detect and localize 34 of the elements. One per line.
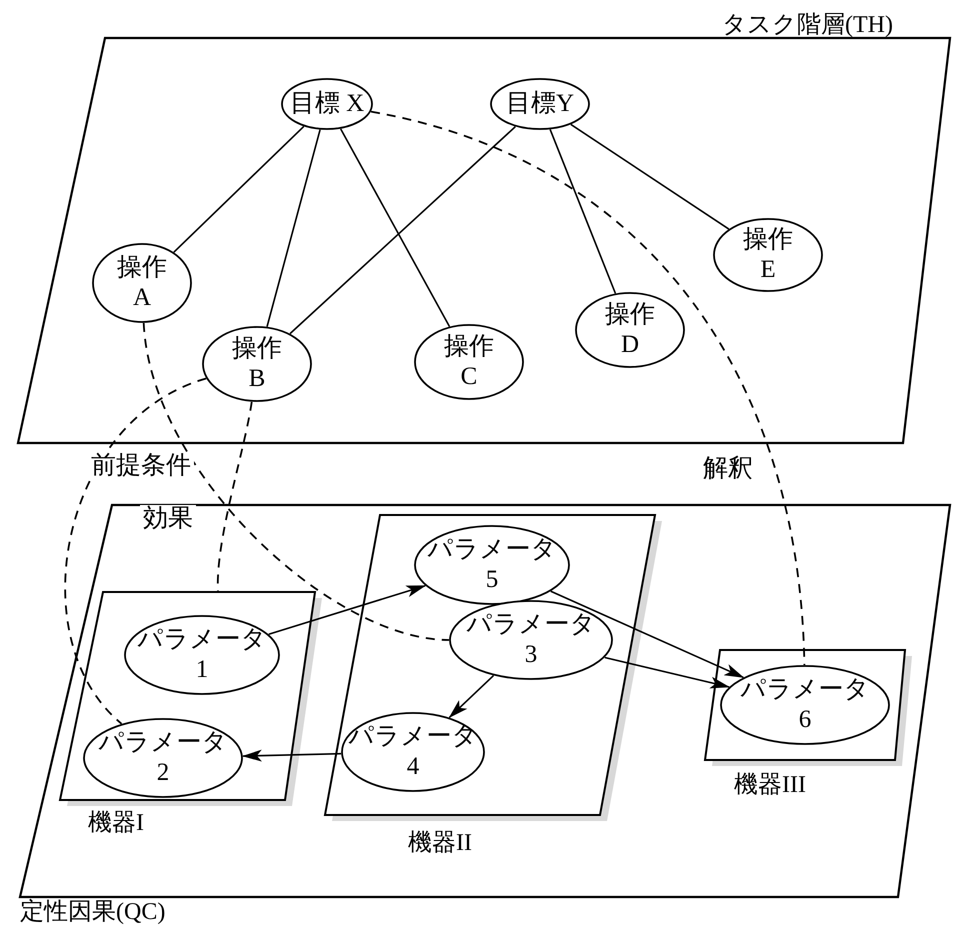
ellipse-node: 操作 A xyxy=(92,243,192,323)
ellipse-node: パラメータ 3 xyxy=(449,600,613,680)
connector-line xyxy=(217,402,253,592)
ellipse-node: パラメータ 5 xyxy=(414,525,570,605)
device-label: 機器III xyxy=(734,771,806,800)
ellipse-node: パラメータ 1 xyxy=(124,615,280,695)
device-label: 機器I xyxy=(88,809,144,838)
device-label: 機器II xyxy=(408,829,472,858)
arrow xyxy=(242,750,342,762)
arrow xyxy=(448,675,494,718)
ellipse-node: 操作 D xyxy=(575,292,685,368)
connector-line xyxy=(142,322,450,641)
ellipse-node: 目標 X xyxy=(281,78,373,130)
connector-line xyxy=(370,110,806,666)
connector-line xyxy=(340,128,450,327)
ellipse-node: 操作 B xyxy=(202,326,312,402)
ellipse-node: パラメータ 6 xyxy=(720,665,890,745)
layer-title: タスク階層(TH) xyxy=(722,11,893,40)
arrow xyxy=(268,584,426,636)
ellipse-node: 操作 E xyxy=(713,218,823,292)
ellipse-node: 操作 C xyxy=(414,324,524,400)
connector-line xyxy=(173,126,304,253)
edge-label: 前提条件 xyxy=(88,452,194,480)
arrow xyxy=(604,656,730,688)
edge-label: 効果 xyxy=(140,505,196,532)
layer-title: 定性因果(QC) xyxy=(20,898,166,927)
connector-line xyxy=(64,378,206,724)
ellipse-node: パラメータ 2 xyxy=(83,718,243,798)
connector-line xyxy=(570,124,730,230)
connector-line xyxy=(290,126,516,334)
ellipse-node: 目標Y xyxy=(490,78,590,130)
ellipse-node: パラメータ 4 xyxy=(341,712,485,792)
connector-line xyxy=(266,130,321,327)
connector-line xyxy=(549,129,616,294)
